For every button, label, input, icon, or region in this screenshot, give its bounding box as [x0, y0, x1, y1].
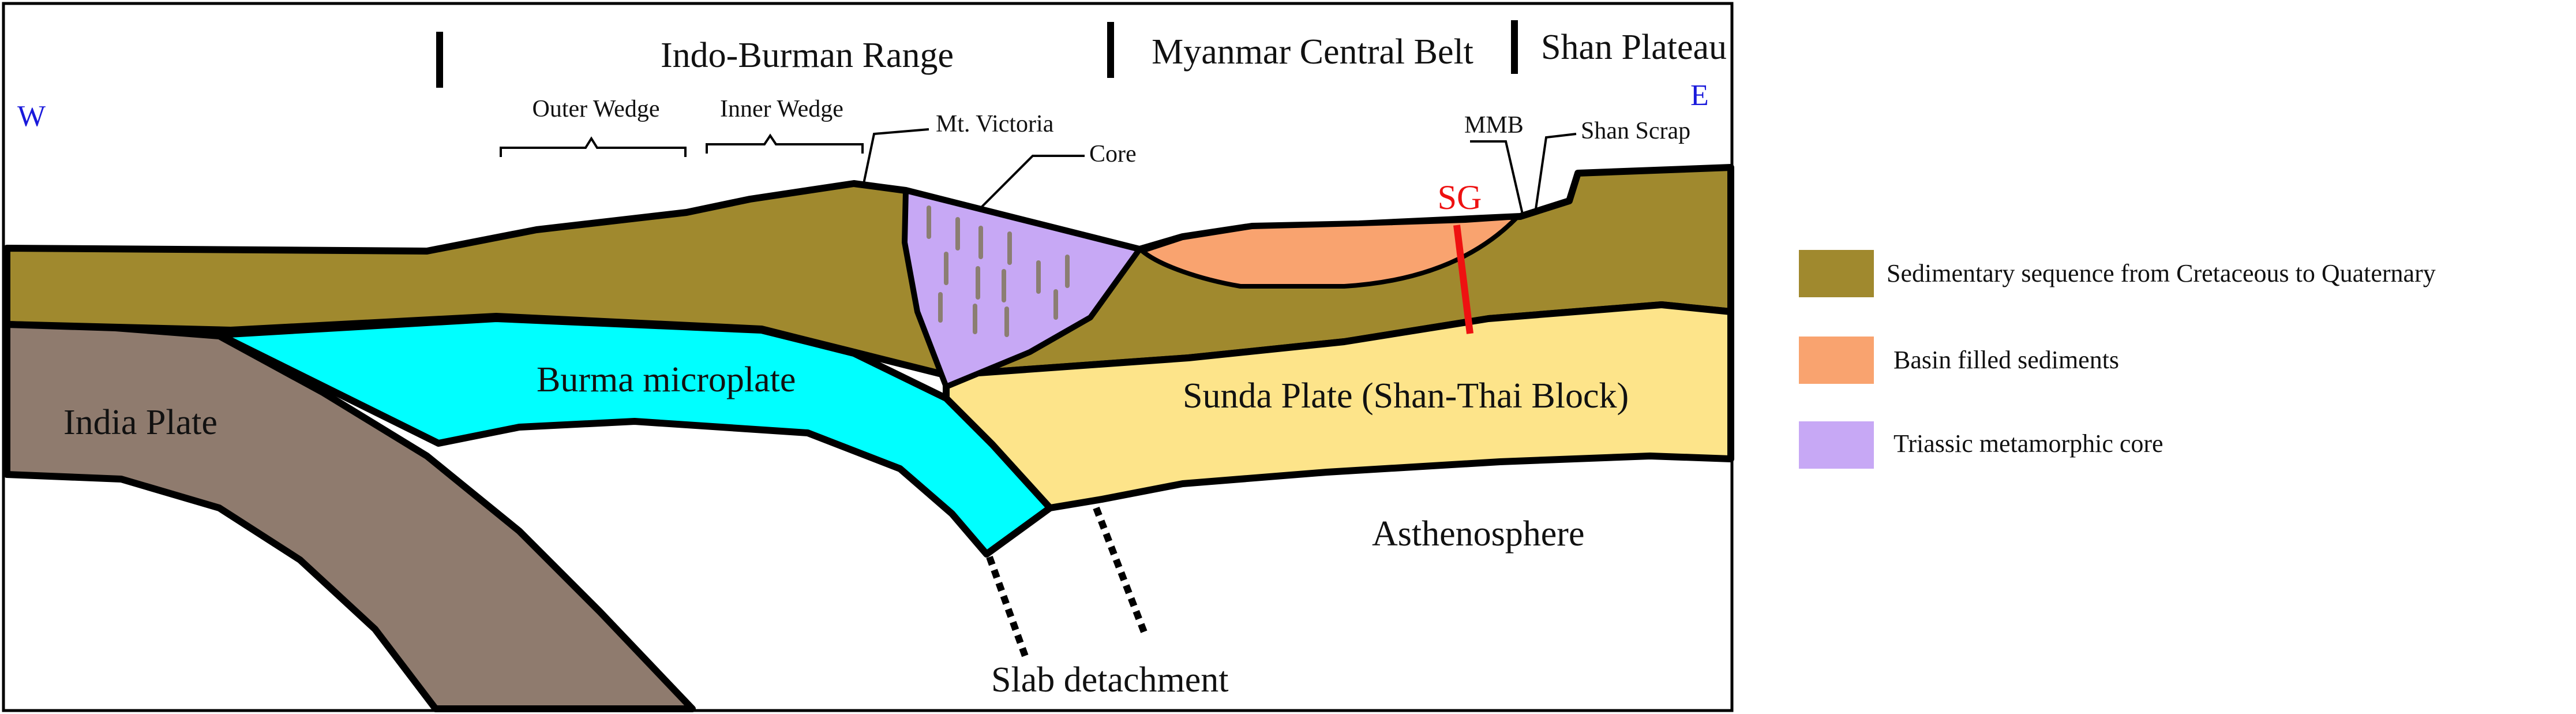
legend-label-sedimentary: Sedimentary sequence from Cretaceous to …: [1887, 259, 2436, 287]
inner-wedge-label: Inner Wedge: [720, 96, 843, 122]
sunda-plate-label: Sunda Plate (Shan-Thai Block): [1183, 376, 1629, 416]
mt-victoria-leader: [863, 128, 929, 184]
sg-fault-line: [1453, 225, 1473, 334]
region-separators: [436, 20, 1518, 88]
legend: Sedimentary sequence from Cretaceous to …: [1799, 250, 2436, 469]
mmb-leader: [1470, 140, 1524, 217]
slab-detachment-label: Slab detachment: [991, 660, 1228, 700]
shan-plateau-label: Shan Plateau: [1541, 28, 1727, 67]
legend-swatch-basin: [1799, 337, 1874, 384]
mt-victoria-label: Mt. Victoria: [936, 111, 1054, 137]
legend-swatch-sedimentary: [1799, 250, 1874, 297]
burma-microplate-label: Burma microplate: [537, 360, 796, 399]
wedge-braces: [500, 133, 864, 157]
east-label: E: [1690, 79, 1709, 112]
core-label: Core: [1089, 141, 1137, 167]
myanmar-central-belt-label: Myanmar Central Belt: [1152, 32, 1473, 72]
asthenosphere-label: Asthenosphere: [1372, 514, 1584, 554]
india-plate: [3, 321, 696, 712]
core-tick-marks: [927, 205, 1070, 337]
india-plate-label: India Plate: [63, 403, 218, 442]
slab-detachment-lines: [986, 506, 1149, 663]
outer-wedge-label: Outer Wedge: [533, 96, 660, 122]
shan-scrap-leader: [1535, 133, 1577, 210]
triassic-metamorphic-core: [902, 188, 1142, 390]
west-label: W: [17, 100, 46, 133]
inner-wedge-brace: [706, 133, 864, 154]
shan-scrap-label: Shan Scrap: [1581, 118, 1690, 144]
legend-swatch-core: [1799, 421, 1874, 469]
burma-microplate: [216, 315, 1053, 558]
leader-lines: [863, 128, 1577, 217]
basin-filled-sediments: [1140, 215, 1520, 289]
legend-label-core: Triassic metamorphic core: [1893, 429, 2163, 458]
outer-wedge-brace: [500, 136, 687, 157]
core-leader: [980, 155, 1085, 209]
indo-burman-range-label: Indo-Burman Range: [661, 36, 954, 75]
mmb-label: MMB: [1464, 112, 1524, 139]
sg-label: SG: [1438, 178, 1482, 216]
legend-label-basin: Basin filled sediments: [1893, 346, 2119, 374]
